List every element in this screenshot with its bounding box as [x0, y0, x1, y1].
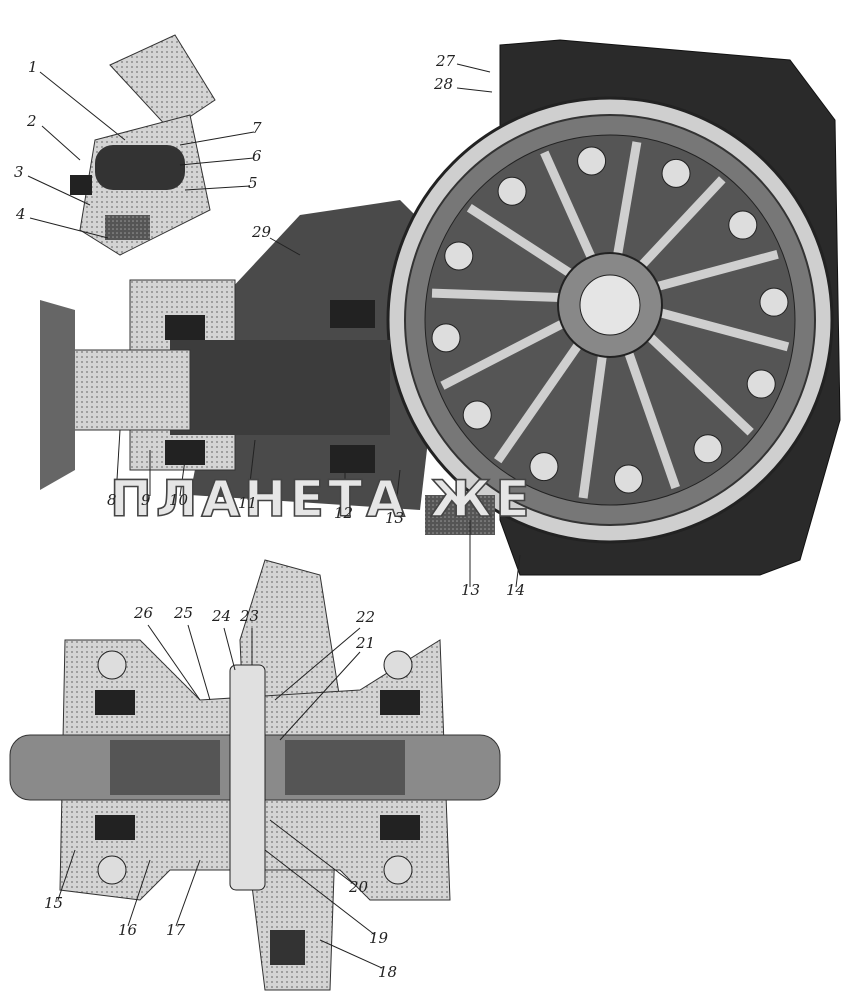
callout-22: 22 — [356, 608, 376, 626]
callout-4: 4 — [16, 205, 26, 223]
detail-inset — [70, 34, 216, 256]
callout-19: 19 — [369, 929, 389, 947]
wheel-spoke — [637, 176, 726, 269]
wheel-bolt — [529, 452, 559, 482]
input-shaft — [40, 279, 495, 535]
wheel-spoke — [623, 350, 680, 490]
callout-10: 10 — [169, 491, 189, 509]
callout-12: 12 — [334, 504, 354, 522]
wheel-bolt — [728, 210, 758, 240]
callout-17: 17 — [166, 921, 186, 939]
callout-13: 13 — [461, 581, 481, 599]
wheel-bolt — [462, 400, 492, 430]
callout-2: 2 — [27, 112, 37, 130]
wheel-spoke — [655, 249, 779, 292]
wheel-spoke — [613, 141, 642, 257]
callout-14: 14 — [506, 581, 526, 599]
callout-26: 26 — [134, 604, 154, 622]
wheel-spoke — [431, 288, 561, 303]
wheel-bolt — [759, 287, 789, 317]
differential-assembly — [9, 559, 501, 991]
callout-7: 7 — [252, 119, 262, 137]
callout-20: 20 — [349, 878, 369, 896]
callout-8: 8 — [107, 491, 117, 509]
callout-13: 13 — [385, 509, 405, 527]
callout-27: 27 — [436, 52, 456, 70]
wheel-bolt — [746, 369, 776, 399]
callout-18: 18 — [378, 963, 398, 981]
wheel-bolt — [497, 176, 527, 206]
watermark: ПЛАНЕТА ЖЕ — [109, 469, 534, 529]
wheel-bolt — [693, 434, 723, 464]
callout-3: 3 — [14, 163, 24, 181]
callout-25: 25 — [174, 604, 194, 622]
callout-29: 29 — [252, 223, 272, 241]
wheel-spoke — [658, 308, 790, 352]
wheel-bolt — [661, 158, 691, 188]
wheel-spoke — [466, 203, 574, 278]
callout-23: 23 — [240, 607, 260, 625]
wheel-bolt — [613, 464, 643, 494]
callout-16: 16 — [118, 921, 138, 939]
leader-lines — [27, 63, 521, 969]
wheel-spoke — [540, 150, 596, 261]
driven-gear-wheel — [386, 96, 834, 544]
wheel-bolt — [577, 146, 607, 176]
wheel-spoke — [578, 353, 607, 499]
callout-28: 28 — [434, 75, 454, 93]
callout-6: 6 — [252, 147, 262, 165]
callout-1: 1 — [28, 58, 38, 76]
wheel-spoke — [440, 319, 566, 390]
callout-24: 24 — [212, 607, 232, 625]
wheel-bolt — [431, 323, 461, 353]
callout-9: 9 — [141, 491, 151, 509]
callout-5: 5 — [248, 174, 258, 192]
callout-11: 11 — [238, 494, 258, 512]
wheel-spoke — [494, 341, 583, 464]
wheel-spoke — [645, 332, 754, 436]
callout-21: 21 — [356, 634, 376, 652]
wheel-bolt — [444, 241, 474, 271]
callout-15: 15 — [44, 894, 64, 912]
